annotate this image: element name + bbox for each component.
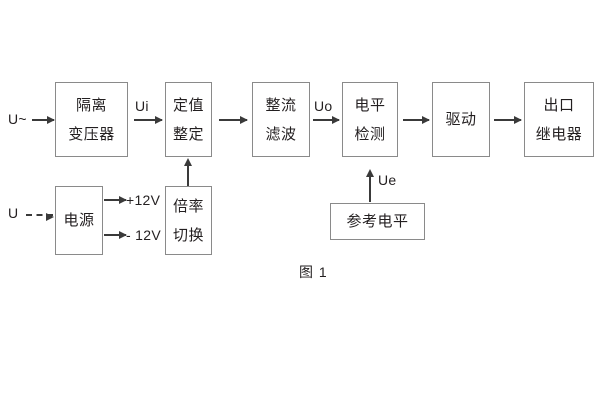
block-output-relay-line-2: 继电器 bbox=[535, 125, 583, 143]
arrow-multiplier-switch-to-setpoint-setting bbox=[183, 158, 192, 186]
uo-signal-label: Uo bbox=[314, 98, 333, 114]
arrow-dc-input-to-power-supply bbox=[26, 212, 54, 221]
arrow-power-supply-negative-rail bbox=[104, 230, 127, 239]
rail-negative-label: - 12V bbox=[126, 227, 161, 243]
rail-positive-label: +12V bbox=[126, 192, 161, 208]
arrow-drive-to-output-relay bbox=[494, 115, 522, 124]
arrow-rectify-filter-to-level-detection bbox=[313, 115, 340, 124]
block-setpoint-setting-line-2: 整定 bbox=[172, 125, 204, 143]
block-output-relay-line-1: 出口 bbox=[543, 96, 575, 114]
block-output-relay: 出口 继电器 bbox=[524, 82, 594, 157]
arrow-setpoint-setting-to-rectify-filter bbox=[219, 115, 248, 124]
block-reference-level-line-1: 参考电平 bbox=[346, 213, 409, 230]
block-setpoint-setting: 定值 整定 bbox=[165, 82, 212, 157]
arrow-ac-input-to-isolation-transformer bbox=[32, 115, 55, 124]
block-rectify-filter: 整流 滤波 bbox=[252, 82, 310, 157]
figure-caption: 图 1 bbox=[299, 264, 328, 280]
block-drive: 驱动 bbox=[432, 82, 490, 157]
block-level-detection-line-1: 电平 bbox=[354, 96, 386, 114]
block-level-detection: 电平 检测 bbox=[342, 82, 398, 157]
arrow-reference-level-to-level-detection bbox=[365, 169, 374, 202]
dc-input-label: U bbox=[8, 205, 19, 221]
block-multiplier-switch: 倍率 切换 bbox=[165, 186, 212, 255]
block-rectify-filter-line-1: 整流 bbox=[265, 96, 297, 114]
block-setpoint-setting-line-1: 定值 bbox=[172, 96, 204, 114]
block-multiplier-switch-line-1: 倍率 bbox=[172, 197, 204, 215]
block-rectify-filter-line-2: 滤波 bbox=[265, 125, 297, 143]
arrow-power-supply-positive-rail bbox=[104, 195, 127, 204]
block-isolation-transformer-line-1: 隔离 bbox=[75, 96, 107, 114]
block-multiplier-switch-line-2: 切换 bbox=[172, 226, 204, 244]
ue-signal-label: Ue bbox=[378, 172, 397, 188]
block-reference-level: 参考电平 bbox=[330, 203, 425, 240]
block-isolation-transformer-line-2: 变压器 bbox=[68, 125, 115, 143]
arrow-isolation-transformer-to-setpoint-setting bbox=[134, 115, 163, 124]
block-power-supply-line-1: 电源 bbox=[63, 212, 95, 229]
block-level-detection-line-2: 检测 bbox=[354, 125, 386, 143]
ui-signal-label: Ui bbox=[135, 98, 149, 114]
block-drive-line-1: 驱动 bbox=[445, 111, 477, 128]
arrow-level-detection-to-drive bbox=[403, 115, 430, 124]
block-power-supply: 电源 bbox=[55, 186, 103, 255]
block-isolation-transformer: 隔离 变压器 bbox=[55, 82, 128, 157]
ac-input-label: U~ bbox=[8, 111, 27, 127]
